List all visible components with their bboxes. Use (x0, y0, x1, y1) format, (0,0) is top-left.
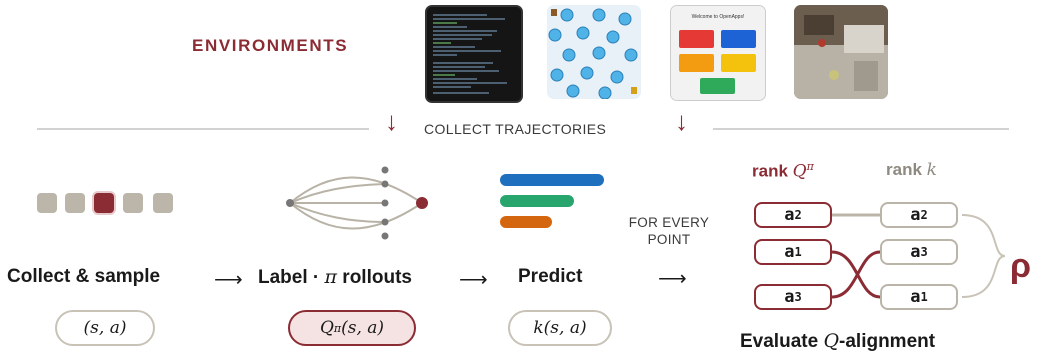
gridworld-thumbnail (547, 5, 641, 99)
point-line: POINT (647, 232, 691, 247)
arrow-icon: ⟶ (214, 269, 243, 291)
down-arrow-left-icon: ↓ (385, 106, 398, 136)
state-action-pill: (s, a) (55, 310, 155, 346)
predict-bar-orange (500, 216, 552, 228)
label-suffix: rollouts (342, 267, 412, 288)
rank-q-sup: π (806, 160, 814, 173)
k-value-pill: k(s, a) (508, 310, 612, 346)
divider-left (37, 128, 369, 130)
environments-title: ENVIRONMENTS (192, 36, 349, 55)
evaluate-q-alignment-title: Evaluate Q-alignment (740, 330, 935, 353)
label-prefix: Label · (258, 267, 320, 288)
rank-q-symbol: Q (792, 161, 807, 182)
evaluate-prefix: Evaluate (740, 331, 819, 352)
collect-sample-title: Collect & sample (7, 266, 161, 287)
q-args: (s, a) (341, 318, 385, 338)
terminal-screenshot-icon (427, 7, 521, 101)
pi-symbol: π (324, 266, 338, 288)
rho-symbol: ρ (1010, 247, 1032, 285)
evaluate-suffix: -alignment (839, 331, 936, 352)
sample-square-selected (94, 193, 114, 213)
webapp-welcome-text: Welcome to OpenApps! (691, 14, 745, 20)
rank-k-bold: rank (886, 160, 922, 179)
evaluate-q-symbol: Q (823, 330, 840, 352)
arrow-icon: ⟶ (459, 269, 488, 291)
down-arrow-right-icon: ↓ (675, 106, 688, 136)
for-every-line: FOR EVERY (628, 215, 710, 230)
q-symbol: Q (319, 318, 334, 338)
pi-superscript: π (333, 321, 342, 335)
gridworld-screenshot-icon (547, 5, 641, 99)
label-rollouts-title: Label · π rollouts (258, 266, 412, 289)
divider-right (713, 128, 1009, 130)
predict-bar-green (500, 195, 574, 207)
collect-trajectories-label: COLLECT TRAJECTORIES (424, 121, 607, 137)
rank-q-bold: rank (752, 161, 788, 181)
rank-k-header: rank k (886, 160, 937, 180)
sample-square (123, 193, 143, 213)
webapp-screenshot-icon (671, 6, 765, 100)
sample-square (153, 193, 173, 213)
kitchen-thumbnail (794, 5, 888, 99)
rank-k-symbol: k (926, 160, 937, 180)
ranking-connectors (831, 213, 1006, 299)
arrow-icon: ⟶ (658, 268, 687, 290)
predict-title: Predict (518, 266, 583, 287)
sample-square (37, 193, 57, 213)
predict-bar-blue (500, 174, 604, 186)
kitchen-3d-screenshot-icon (794, 5, 888, 99)
for-every-point-label: FOR EVERY POINT (624, 214, 714, 248)
webapp-thumbnail: Welcome to OpenApps! (670, 5, 766, 101)
terminal-thumbnail (425, 5, 523, 103)
sample-square (65, 193, 85, 213)
rank-q-header: rank Qπ (752, 160, 814, 182)
rollouts-icon (286, 166, 428, 240)
